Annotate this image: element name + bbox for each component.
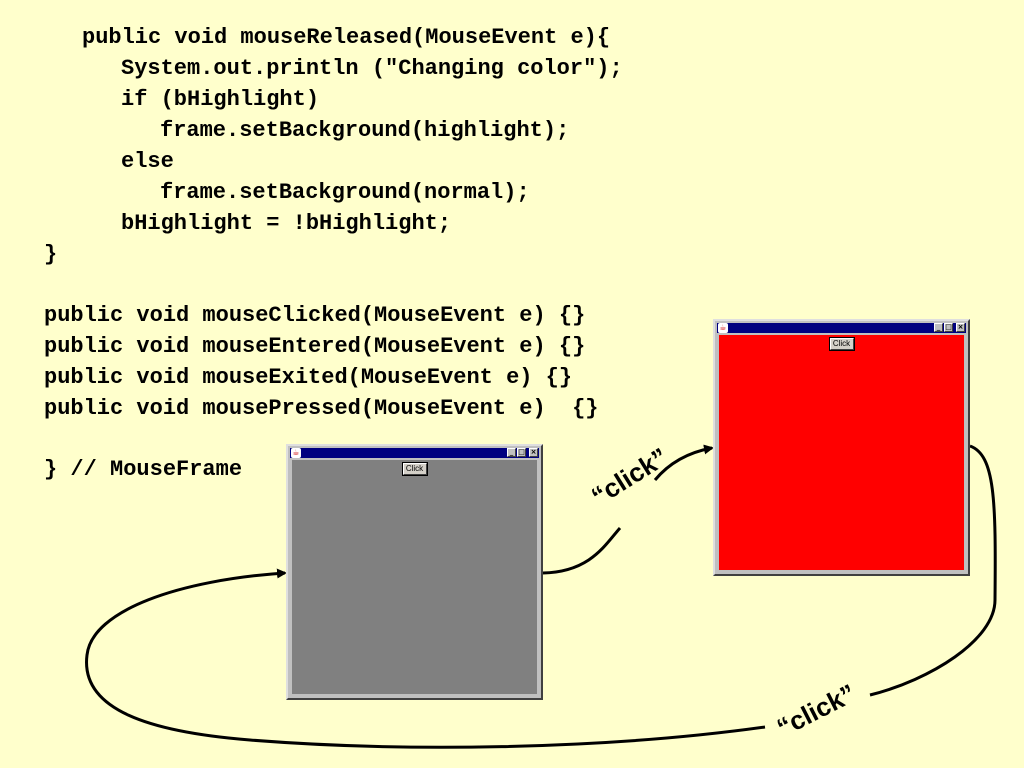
click-button[interactable]: Click (401, 462, 428, 476)
code-line: public void mouseExited(MouseEvent e) {} (44, 365, 573, 390)
code-line: if (bHighlight) (121, 87, 320, 112)
arrow-highlight-to-normal (869, 444, 997, 697)
frame-client-area: Click (719, 335, 964, 570)
minimize-icon[interactable]: _ (507, 448, 516, 457)
code-line: System.out.println ("Changing color"); (121, 56, 623, 81)
code-line: frame.setBackground(highlight); (160, 118, 570, 143)
code-line: public void mouseClicked(MouseEvent e) {… (44, 303, 586, 328)
code-line: } // MouseFrame (44, 457, 243, 482)
code-line: public void mouseEntered(MouseEvent e) {… (44, 334, 586, 359)
code-line: bHighlight = !bHighlight; (121, 211, 452, 236)
arrow-normal-to-highlight (542, 448, 712, 575)
code-line: frame.setBackground(normal); (160, 180, 530, 205)
frame-highlight[interactable]: ☕ _ □ × Click (713, 319, 970, 576)
close-icon[interactable]: × (529, 448, 538, 457)
minimize-icon[interactable]: _ (934, 323, 943, 332)
arrow-loop-return (85, 568, 766, 749)
code-line: public void mouseReleased(MouseEvent e){ (82, 25, 611, 50)
code-line: else (121, 149, 174, 174)
java-app-icon: ☕ (291, 448, 301, 458)
code-listing: public void mouseReleased(MouseEvent e){… (0, 0, 623, 482)
close-icon[interactable]: × (956, 323, 965, 332)
titlebar[interactable]: ☕ _ □ × (290, 448, 539, 458)
code-line: public void mousePressed(MouseEvent e) {… (44, 396, 599, 421)
click-button[interactable]: Click (828, 337, 855, 351)
maximize-icon[interactable]: □ (944, 323, 953, 332)
code-line: } (44, 242, 58, 267)
titlebar[interactable]: ☕ _ □ × (717, 323, 966, 333)
frame-normal[interactable]: ☕ _ □ × Click (286, 444, 543, 700)
frame-client-area: Click (292, 460, 537, 694)
maximize-icon[interactable]: □ (517, 448, 526, 457)
java-app-icon: ☕ (718, 323, 728, 333)
